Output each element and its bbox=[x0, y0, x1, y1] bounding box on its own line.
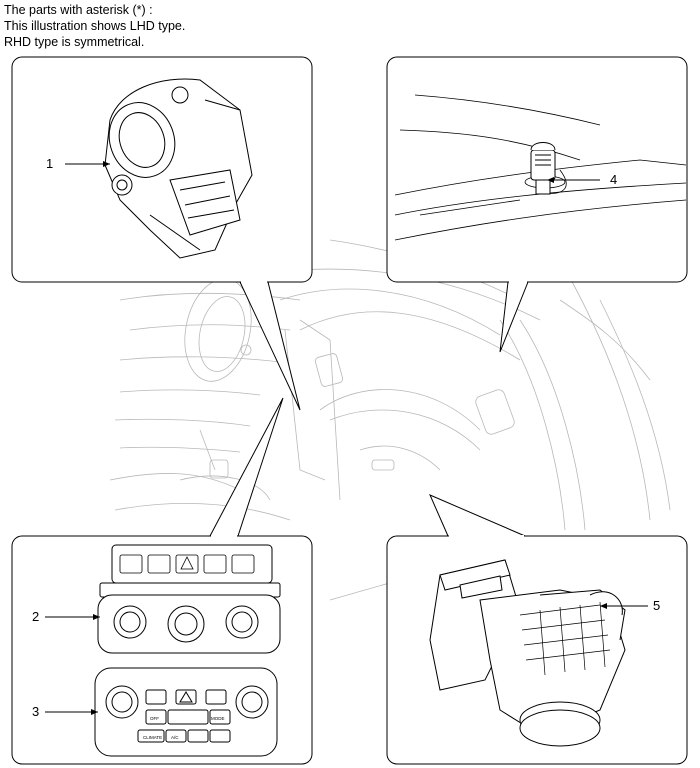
callout-3: 3 bbox=[32, 704, 40, 719]
mode-label: MODE bbox=[211, 716, 225, 721]
climate-label: CLIMATE bbox=[143, 735, 162, 740]
note-line-2: This illustration shows LHD type. bbox=[4, 19, 186, 33]
pointer-wedges bbox=[209, 281, 529, 537]
illustration-note: The parts with asterisk (*) : This illus… bbox=[4, 2, 185, 50]
callout-5: 5 bbox=[653, 598, 661, 613]
part-4-sensor bbox=[530, 142, 556, 195]
part-4-sensor-area bbox=[394, 94, 687, 241]
note-line-3: RHD type is symmetrical. bbox=[4, 35, 145, 49]
note-line-1: The parts with asterisk (*) : bbox=[4, 3, 153, 17]
climate-panel-labels: CLIMATE A/C OFF MODE bbox=[143, 716, 225, 740]
callout-2: 2 bbox=[32, 609, 40, 624]
part-5-hvac-unit bbox=[429, 559, 626, 747]
callout-4: 4 bbox=[610, 172, 618, 187]
ac-label: A/C bbox=[171, 735, 179, 740]
part-3-climate-control bbox=[94, 667, 278, 757]
callout-1: 1 bbox=[46, 156, 54, 171]
off-label: OFF bbox=[150, 716, 159, 721]
part-1-actuator bbox=[104, 78, 253, 259]
part-2-heater-control bbox=[97, 544, 281, 654]
